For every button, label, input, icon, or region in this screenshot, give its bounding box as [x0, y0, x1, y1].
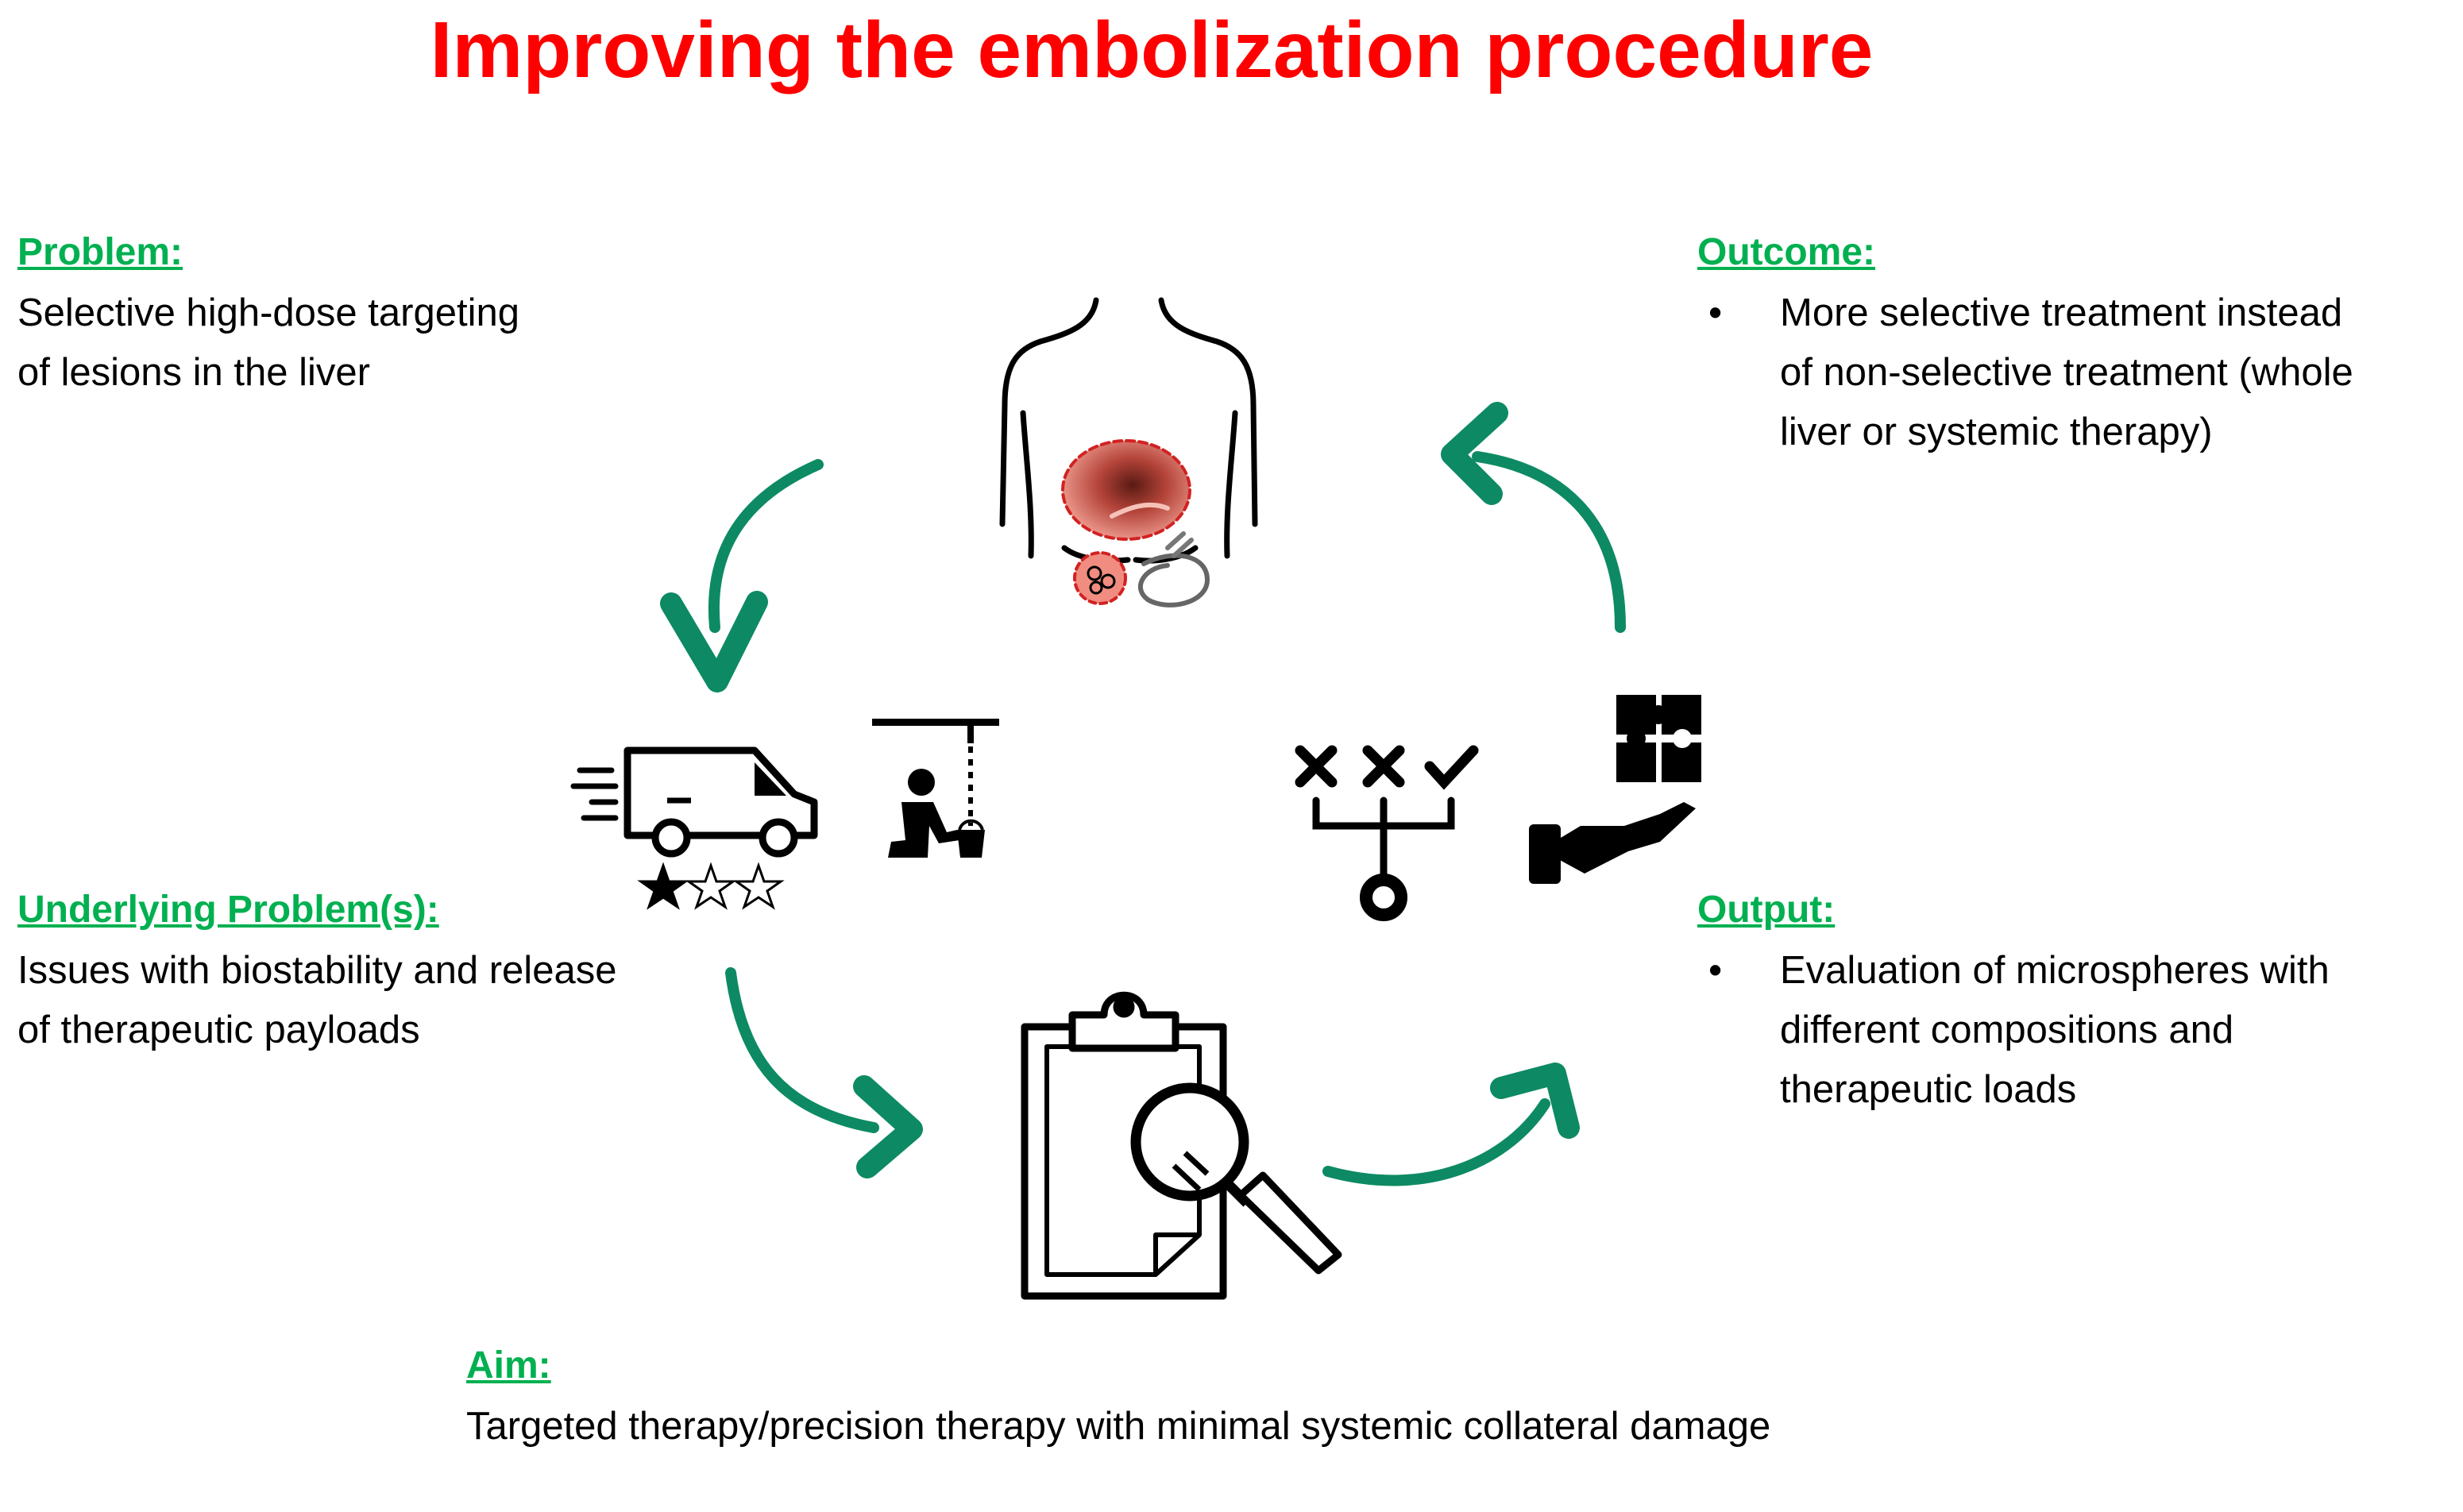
cleaning-person-icon — [872, 719, 999, 858]
output-block: Output: • Evaluation of microspheres wit… — [1697, 880, 2452, 1120]
page-title: Improving the embolization procedure — [430, 6, 1874, 94]
bullet-marker: • — [1708, 291, 1723, 334]
output-bullet-item: • Evaluation of microspheres with differ… — [1697, 941, 2452, 1120]
outcome-line: of non-selective treatment (whole — [1780, 350, 2353, 394]
outcome-heading: Outcome: — [1697, 231, 1876, 273]
delivery-van-icon — [570, 746, 818, 858]
output-line: Evaluation of microspheres with — [1780, 948, 2330, 992]
aim-heading: Aim: — [466, 1344, 551, 1387]
output-line: therapeutic loads — [1780, 1067, 2077, 1111]
problem-line: Selective high-dose targeting — [17, 291, 519, 334]
underlying-line: of therapeutic payloads — [17, 1008, 420, 1051]
outcome-line: liver or systemic therapy) — [1780, 410, 2213, 453]
output-heading: Output: — [1697, 889, 1836, 931]
arrow-aim-to-output — [1322, 1063, 1580, 1186]
underlying-problem-text: Issues with biostability and release of … — [17, 941, 772, 1060]
outcome-line: More selective treatment instead — [1780, 291, 2343, 334]
arrow-underlying-to-aim — [725, 967, 923, 1178]
bullet-marker: • — [1708, 948, 1723, 992]
underlying-line: Issues with biostability and release — [17, 948, 617, 992]
output-line: different compositions and — [1780, 1008, 2234, 1051]
puzzle-hand-icon — [1529, 695, 1701, 884]
aim-text: Targeted therapy/precision therapy with … — [466, 1404, 1771, 1448]
arrow-output-to-outcome — [1441, 402, 1626, 633]
underlying-problem-heading: Underlying Problem(s): — [17, 889, 439, 931]
underlying-problem-block: Underlying Problem(s): Issues with biost… — [17, 880, 772, 1060]
rating-stars-icon — [637, 862, 785, 910]
clipboard-magnifier-icon — [1021, 991, 1342, 1300]
problem-heading: Problem: — [17, 231, 183, 273]
problem-line: of lesions in the liver — [17, 350, 370, 394]
outcome-block: Outcome: • More selective treatment inst… — [1697, 222, 2452, 462]
problem-block: Problem: Selective high-dose targeting o… — [17, 222, 732, 403]
decision-tree-icon — [1295, 745, 1479, 921]
aim-block: Aim: Targeted therapy/precision therapy … — [466, 1336, 1793, 1456]
outcome-bullet-item: • More selective treatment instead of no… — [1697, 284, 2452, 462]
arrow-problem-to-underlying — [660, 459, 824, 692]
problem-text: Selective high-dose targeting of lesions… — [17, 284, 732, 403]
torso-liver-icon — [999, 297, 1258, 608]
